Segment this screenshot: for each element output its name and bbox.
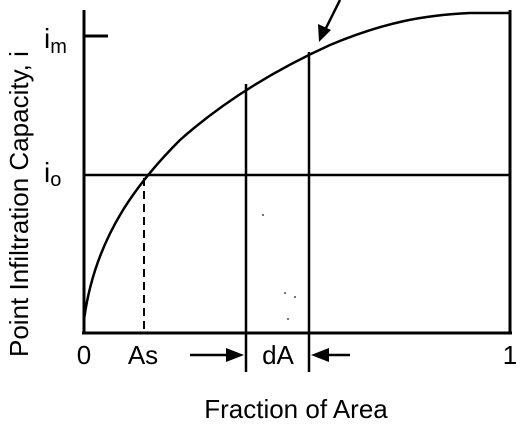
io-label: io — [44, 157, 61, 191]
strip-dots — [262, 214, 296, 320]
axes — [82, 10, 512, 335]
im-label: im — [44, 23, 67, 58]
x-tick-zero: 0 — [77, 340, 91, 370]
x-tick-da: dA — [262, 340, 294, 370]
x-tick-as: As — [128, 340, 158, 370]
y-axis-title: Point Infiltration Capacity, i — [4, 51, 34, 357]
capacity-curve — [82, 11, 510, 321]
da-left-arrow-head — [226, 348, 244, 362]
da-right-arrow-head — [311, 348, 329, 362]
x-tick-one: 1 — [503, 340, 517, 370]
curve-pointer-shaft — [323, 0, 342, 31]
curve-pointer-head — [318, 24, 331, 42]
x-axis-title: Fraction of Area — [204, 394, 388, 424]
da-arrows — [190, 348, 350, 362]
curve-pointer-arrow — [318, 0, 342, 42]
